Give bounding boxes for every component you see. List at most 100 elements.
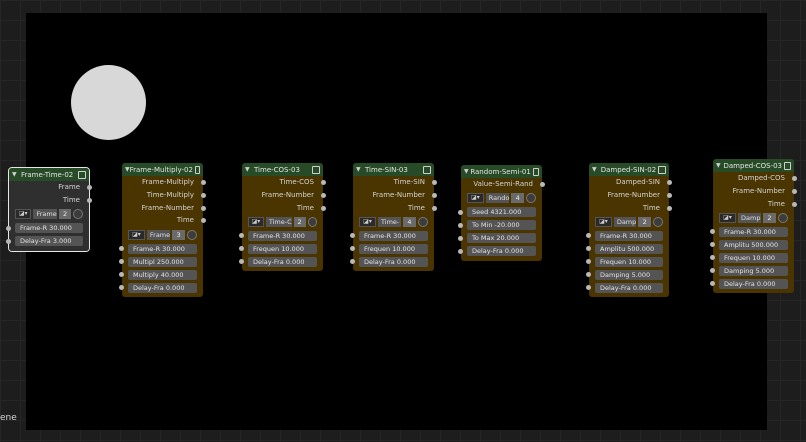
user-count-badge[interactable]: 4 [403,216,416,227]
fake-user-shield-icon[interactable] [653,216,664,227]
input-value-field[interactable]: Delay-Fra 0.000 [359,256,428,267]
output-socket[interactable] [87,185,92,190]
datablock-name-field[interactable]: Frame [33,209,57,220]
input-socket[interactable] [119,246,124,252]
node-header[interactable]: ▼Frame-Time-02 [9,168,89,181]
input-value-field[interactable]: Amplitu 500.000 [595,243,663,254]
input-socket[interactable] [239,246,244,252]
input-value-field[interactable]: To Max 20.000 [467,233,536,244]
collapse-chevron-icon[interactable]: ▼ [356,166,361,173]
input-value-field[interactable]: Delay-Fra 0.000 [128,282,197,293]
input-socket[interactable] [350,259,355,265]
datablock-browse-icon[interactable]: ◪▾ [248,216,264,227]
datablock-name-field[interactable]: Time-C [265,216,292,227]
input-socket[interactable] [350,246,355,252]
input-socket[interactable] [586,259,591,265]
datablock-browse-icon[interactable]: ◪▾ [359,216,376,227]
collapse-chevron-icon[interactable]: ▼ [464,168,469,175]
input-value-field[interactable]: Damping 5.000 [595,269,663,280]
input-value-field[interactable]: To Min -20.000 [467,220,536,231]
datablock-name-field[interactable]: Damp [738,212,761,223]
output-socket[interactable] [540,182,545,187]
datablock-name-field[interactable]: Frame [146,229,171,240]
output-socket[interactable] [432,192,437,198]
fake-user-shield-icon[interactable] [307,216,317,227]
input-value-field[interactable]: Seed 4321.000 [467,207,536,218]
user-count-badge[interactable]: 2 [58,209,72,220]
output-socket[interactable] [792,201,797,207]
input-socket[interactable] [458,248,463,254]
node-header[interactable]: ▼Frame-Multiply-02 [122,163,203,176]
output-socket[interactable] [201,218,206,224]
input-value-field[interactable]: Frame-R 30.000 [595,230,663,241]
input-socket[interactable] [586,272,591,278]
node-header[interactable]: ▼Time-SIN-03 [353,163,434,176]
output-socket[interactable] [667,192,672,198]
output-socket[interactable] [667,205,672,211]
output-socket[interactable] [667,180,672,185]
input-socket[interactable] [710,242,715,248]
input-value-field[interactable]: Frame-R 30.000 [128,243,197,254]
datablock-browse-icon[interactable]: ◪▾ [719,212,736,223]
output-socket[interactable] [792,176,797,181]
input-value-field[interactable]: Damping 5.000 [719,265,788,276]
fake-user-shield-icon[interactable] [418,216,428,227]
output-socket[interactable] [792,188,797,194]
datablock-name-field[interactable]: Damp [613,216,637,227]
input-value-field[interactable]: Delay-Fra 0.000 [719,278,788,289]
input-socket[interactable] [119,272,124,278]
input-socket[interactable] [119,259,124,265]
input-socket[interactable] [586,233,591,239]
input-socket[interactable] [710,255,715,261]
input-socket[interactable] [350,233,355,239]
node-header[interactable]: ▼Damped-COS-03 [713,159,794,172]
input-socket[interactable] [586,285,591,291]
input-socket[interactable] [586,246,591,252]
input-value-field[interactable]: Frame-R 30.000 [359,230,428,241]
output-socket[interactable] [201,180,206,185]
input-socket[interactable] [119,285,124,291]
input-value-field[interactable]: Amplitu 500.000 [719,239,788,250]
input-value-field[interactable]: Frame-R 30.000 [719,226,788,237]
input-socket[interactable] [710,268,715,274]
datablock-browse-icon[interactable]: ◪▾ [595,216,612,227]
input-value-field[interactable]: Delay-Fra 3.000 [15,236,83,247]
output-socket[interactable] [432,180,437,185]
input-socket[interactable] [458,209,463,215]
collapse-chevron-icon[interactable]: ▼ [125,166,130,173]
user-count-badge[interactable]: 2 [293,216,306,227]
input-value-field[interactable]: Multiply 40.000 [128,269,197,280]
output-socket[interactable] [321,180,326,185]
input-socket[interactable] [710,229,715,235]
collapse-chevron-icon[interactable]: ▼ [12,171,17,178]
input-value-field[interactable]: Frequen 10.000 [359,243,428,254]
fake-user-shield-icon[interactable] [778,212,788,223]
collapse-chevron-icon[interactable]: ▼ [716,162,721,169]
node-header[interactable]: ▼Damped-SIN-02 [589,163,669,176]
input-socket[interactable] [239,233,244,239]
input-value-field[interactable]: Delay-Fra 0.000 [595,282,663,293]
output-socket[interactable] [321,205,326,211]
fake-user-shield-icon[interactable] [187,229,197,240]
fake-user-shield-icon[interactable] [526,193,536,204]
datablock-browse-icon[interactable]: ◪▾ [15,209,32,220]
input-value-field[interactable]: Delay-Fra 0.000 [467,246,536,257]
input-socket[interactable] [458,235,463,241]
input-value-field[interactable]: Frequen 10.000 [595,256,663,267]
input-value-field[interactable]: Frame-R 30.000 [15,223,83,234]
datablock-browse-icon[interactable]: ◪▾ [128,229,145,240]
input-socket[interactable] [710,281,715,287]
input-value-field[interactable]: Frequen 10.000 [248,243,317,254]
user-count-badge[interactable]: 4 [511,193,525,204]
output-socket[interactable] [201,205,206,211]
datablock-browse-icon[interactable]: ◪▾ [467,193,484,204]
input-value-field[interactable]: Multipl 250.000 [128,256,197,267]
input-value-field[interactable]: Frame-R 30.000 [248,230,317,241]
output-socket[interactable] [201,192,206,198]
output-socket[interactable] [432,205,437,211]
